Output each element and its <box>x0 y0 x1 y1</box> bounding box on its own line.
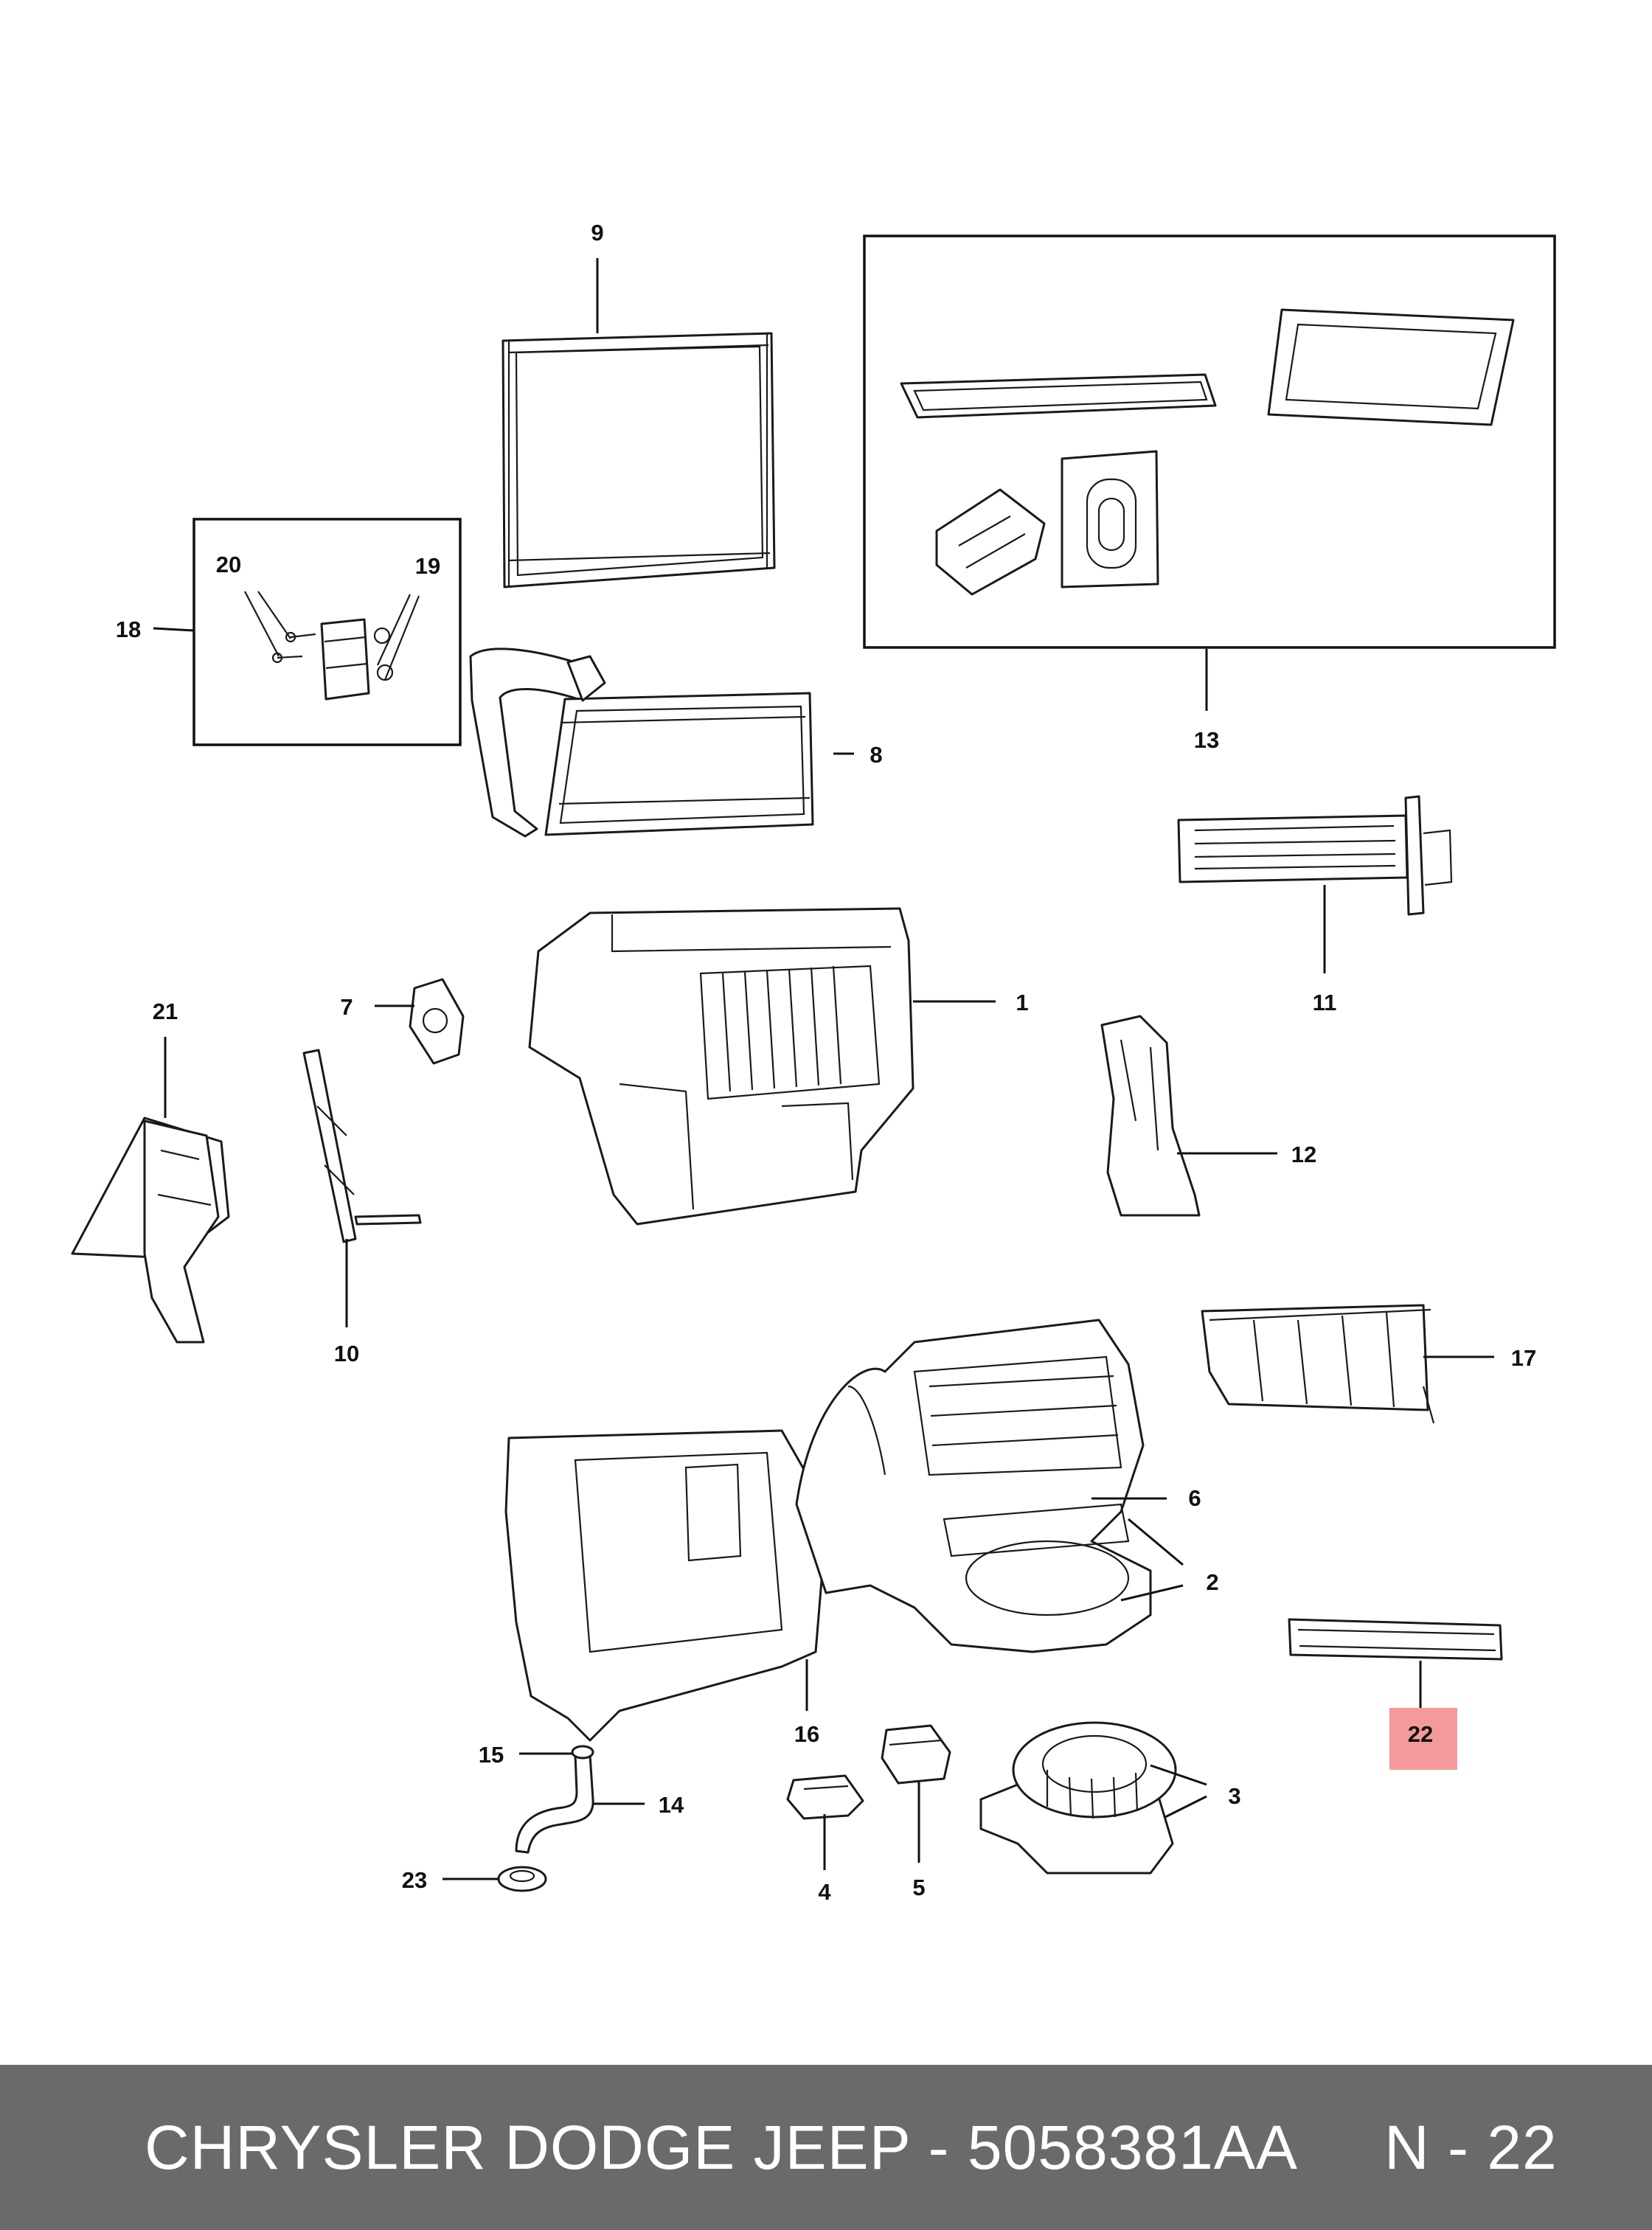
callout-7: 7 <box>340 994 353 1020</box>
callout-2: 2 <box>1206 1569 1218 1595</box>
part-11-ptc-heater <box>1177 795 1453 916</box>
callout-22-highlight <box>1389 1708 1457 1770</box>
callout-13: 13 <box>1194 727 1219 753</box>
part-15-clamp <box>571 1745 594 1760</box>
callout-20: 20 <box>216 552 241 577</box>
callout-3: 3 <box>1228 1783 1240 1809</box>
part-8-heater-core <box>469 647 814 838</box>
callout-18: 18 <box>116 616 141 642</box>
callout-12: 12 <box>1291 1142 1316 1167</box>
part-9-evaporator <box>502 332 776 588</box>
callout-22: 22 <box>1408 1721 1433 1747</box>
part-13-seal-strip <box>900 373 1217 419</box>
callout-23: 23 <box>402 1867 427 1893</box>
part-19-seals <box>373 594 420 681</box>
callout-19: 19 <box>415 553 440 579</box>
callout-11: 11 <box>1313 990 1337 1015</box>
callout-5: 5 <box>912 1875 925 1900</box>
callout-14: 14 <box>659 1792 684 1818</box>
callout-4: 4 <box>818 1879 831 1905</box>
part-13-actuator-bracket <box>935 488 1046 596</box>
callout-1: 1 <box>1016 990 1028 1015</box>
part-13-gasket-frame <box>1267 308 1515 426</box>
callout-17: 17 <box>1511 1345 1536 1371</box>
part-expansion-valve <box>320 618 370 701</box>
callout-16: 16 <box>794 1721 819 1747</box>
callout-15: 15 <box>479 1742 504 1768</box>
part-hvac-lower-housing <box>504 1319 1152 1742</box>
footer-part-number-text: CHRYSLER DODGE JEEP - 5058381AA N - 22 <box>145 2112 1558 2182</box>
part-1-hvac-upper-housing <box>528 907 914 1226</box>
callout-21: 21 <box>153 998 178 1024</box>
callout-labels: 1 2 3 4 5 6 7 8 9 10 11 12 13 14 15 16 1… <box>116 220 1536 1905</box>
part-20-bolts <box>244 591 316 664</box>
callout-10: 10 <box>334 1341 359 1366</box>
part-10-temperature-sensor <box>302 1049 422 1243</box>
exploded-parts-diagram: 1 2 3 4 5 6 7 8 9 10 11 12 13 14 15 16 1… <box>71 220 1556 1905</box>
part-21-inlet-filter-assembly <box>71 1116 230 1344</box>
kit-box-18 <box>192 518 462 746</box>
part-7-actuator <box>409 978 465 1065</box>
callout-6: 6 <box>1188 1485 1201 1511</box>
part-22-cabin-air-filter <box>1288 1618 1503 1661</box>
part-number-footer: CHRYSLER DODGE JEEP - 5058381AA N - 22 <box>0 2065 1652 2230</box>
kit-box-13 <box>863 235 1556 649</box>
part-14-drain-hose <box>515 1754 594 1854</box>
part-3-blower-motor <box>979 1721 1177 1875</box>
part-12-air-duct <box>1100 1015 1201 1217</box>
part-5-control-module <box>881 1724 951 1785</box>
part-13-access-cover <box>1061 450 1159 588</box>
callout-9: 9 <box>591 220 603 246</box>
part-4-blower-resistor <box>786 1774 864 1820</box>
leader-lines <box>153 258 1494 1880</box>
callout-8: 8 <box>870 742 882 768</box>
part-17-filter-screen <box>1201 1304 1435 1424</box>
part-23-grommet <box>497 1866 547 1892</box>
